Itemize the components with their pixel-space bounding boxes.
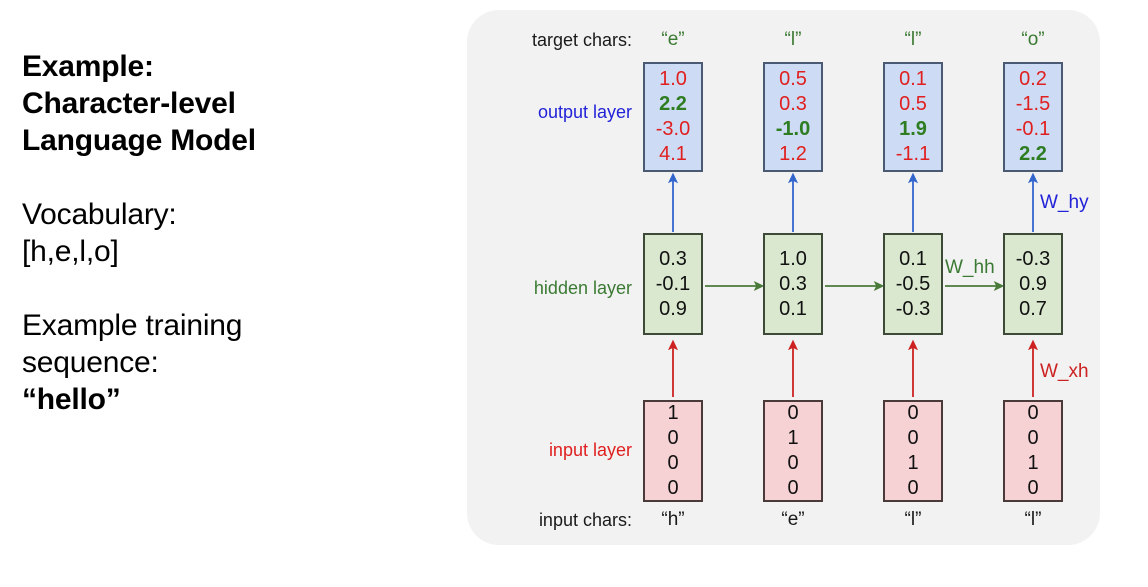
label-output-layer: output layer	[537, 102, 632, 122]
input-value: 0	[1027, 427, 1039, 449]
input-char-0: “h”	[661, 509, 685, 530]
description-line: Language Model	[22, 124, 256, 157]
output-value: 1.0	[659, 68, 687, 90]
input-layer-box-0: 1 0 0 0	[643, 400, 703, 502]
label-input-layer: input layer	[548, 440, 632, 460]
output-value: 2.2	[1019, 143, 1047, 165]
input-value: 0	[907, 477, 919, 499]
description-line: [h,e,l,o]	[22, 235, 119, 268]
output-value: 0.2	[1019, 68, 1047, 90]
weight-label-w-hy: W_hy	[1040, 192, 1089, 213]
output-layer-box-2: 0.1 0.5 1.9 -1.1	[883, 62, 943, 172]
output-layer-box-0: 1.0 2.2 -3.0 4.1	[643, 62, 703, 172]
input-value: 0	[1027, 477, 1039, 499]
output-value: -0.1	[1015, 118, 1051, 140]
output-value: -1.0	[775, 118, 811, 140]
target-char-3: “o”	[1021, 29, 1045, 50]
input-value: 0	[787, 402, 799, 424]
input-layer-box-3: 0 0 1 0	[1003, 400, 1063, 502]
output-value: -1.1	[895, 143, 931, 165]
output-value: -1.5	[1015, 93, 1051, 115]
input-value: 0	[787, 477, 799, 499]
hidden-value: -0.1	[655, 272, 691, 295]
text-spacer	[22, 159, 442, 196]
output-layer-box-3: 0.2 -1.5 -0.1 2.2	[1003, 62, 1063, 172]
input-char-3: “l”	[1024, 509, 1042, 530]
output-value: 2.2	[659, 93, 687, 115]
output-value: 0.5	[899, 93, 927, 115]
hidden-value: 0.1	[899, 247, 927, 270]
output-layer-box-1: 0.5 0.3 -1.0 1.2	[763, 62, 823, 172]
output-value: 0.1	[899, 68, 927, 90]
input-value: 1	[907, 452, 919, 474]
hidden-value: 1.0	[779, 247, 807, 270]
input-value: 0	[667, 427, 679, 449]
input-value: 0	[787, 452, 799, 474]
input-value: 1	[787, 427, 799, 449]
label-target-chars: target chars:	[531, 30, 632, 50]
label-input-chars: input chars:	[538, 510, 632, 530]
hidden-value: -0.3	[1015, 247, 1051, 270]
weight-label-w-hh: W_hh	[945, 257, 995, 278]
hidden-value: 0.3	[779, 272, 807, 295]
label-hidden-layer: hidden layer	[533, 278, 632, 298]
input-value: 0	[667, 477, 679, 499]
description-line: Example:	[22, 50, 154, 83]
output-value: 0.5	[779, 68, 807, 90]
hidden-value: -0.5	[895, 272, 931, 295]
input-value: 0	[667, 452, 679, 474]
arrow-overlay	[667, 172, 1039, 397]
hidden-value: -0.3	[895, 297, 931, 320]
hidden-layer-box-2: 0.1-0.5-0.3	[883, 233, 943, 335]
input-value: 0	[907, 427, 919, 449]
text-spacer	[22, 270, 442, 307]
hidden-value: 0.3	[659, 247, 687, 270]
description-line: Vocabulary:	[22, 198, 177, 231]
input-value: 0	[907, 402, 919, 424]
description-line: Character-level	[22, 87, 236, 120]
target-char-0: “e”	[661, 29, 685, 50]
description-line: sequence:	[22, 346, 159, 379]
weight-label-w-xh: W_xh	[1040, 361, 1089, 382]
input-value: 1	[1027, 452, 1039, 474]
hidden-value: 0.1	[779, 297, 807, 320]
input-layer-box-1: 0 1 0 0	[763, 400, 823, 502]
hidden-value: 0.7	[1019, 297, 1047, 320]
input-layer-box-2: 0 0 1 0	[883, 400, 943, 502]
input-value: 1	[667, 402, 679, 424]
input-value: 0	[1027, 402, 1039, 424]
output-value: -3.0	[655, 118, 691, 140]
input-char-2: “l”	[904, 509, 922, 530]
rnn-diagram-panel: target chars: output layer hidden layer …	[467, 10, 1100, 545]
input-char-1: “e”	[781, 509, 805, 530]
target-char-1: “l”	[784, 29, 802, 50]
hidden-value: 0.9	[1019, 272, 1047, 295]
description-line: Example training	[22, 309, 243, 342]
output-value: 0.3	[779, 93, 807, 115]
output-value: 4.1	[659, 143, 687, 165]
target-char-2: “l”	[904, 29, 922, 50]
output-value: 1.9	[899, 118, 927, 140]
output-value: 1.2	[779, 143, 807, 165]
hidden-value: 0.9	[659, 297, 687, 320]
description-line: “hello”	[22, 383, 121, 416]
